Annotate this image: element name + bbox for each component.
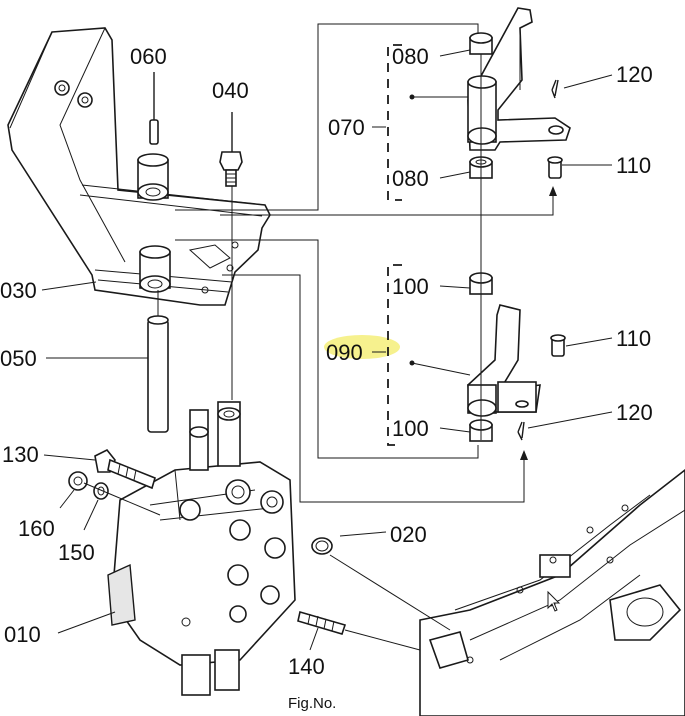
label-050: 050	[0, 346, 37, 371]
label-070: 070	[328, 115, 365, 140]
group-bracket-070	[387, 44, 402, 201]
label-110-top: 110	[616, 153, 651, 178]
cotter-120-top	[551, 79, 559, 99]
collar-upper	[137, 153, 169, 201]
lever-090	[467, 304, 541, 417]
label-160: 160	[18, 516, 55, 541]
label-140: 140	[288, 654, 325, 679]
label-100-top: 100	[392, 274, 429, 299]
bolt-040	[219, 112, 243, 400]
valve-010	[107, 401, 296, 696]
label-060: 060	[130, 44, 167, 69]
nut-160	[68, 471, 88, 491]
figure-caption: Fig.No.	[288, 695, 336, 712]
label-100-bottom: 100	[392, 416, 429, 441]
mouse-cursor-icon	[547, 590, 561, 612]
collar-lower	[139, 245, 171, 293]
group-bracket-090	[387, 264, 402, 446]
label-150: 150	[58, 540, 95, 565]
label-130: 130	[2, 442, 39, 467]
leader-lines	[41, 49, 613, 651]
label-010: 010	[4, 622, 41, 647]
label-080-bottom: 080	[392, 166, 429, 191]
bracket-030	[7, 27, 271, 306]
label-020: 020	[390, 522, 427, 547]
stud-140	[297, 610, 421, 651]
tractor-frame	[329, 468, 685, 716]
lever-070	[467, 7, 571, 151]
pin-060	[149, 72, 159, 145]
pin-110-bottom	[550, 334, 566, 357]
axis-130	[83, 482, 161, 516]
washer-150	[93, 482, 109, 500]
connector-lines	[175, 23, 557, 503]
label-040: 040	[212, 78, 249, 103]
pin-110-top	[547, 156, 563, 179]
label-110-bottom: 110	[616, 326, 651, 351]
rod-050	[147, 290, 169, 433]
cotter-120-bottom	[517, 421, 525, 441]
label-030: 030	[0, 278, 37, 303]
label-120-bottom: 120	[616, 400, 653, 425]
bolt-130	[94, 448, 156, 490]
label-090: 090	[326, 340, 363, 365]
highlight-090	[324, 335, 400, 359]
oring-020	[311, 537, 333, 555]
label-080-top: 080	[392, 44, 429, 69]
bushing-080-top	[469, 32, 493, 55]
label-120-top: 120	[616, 62, 653, 87]
